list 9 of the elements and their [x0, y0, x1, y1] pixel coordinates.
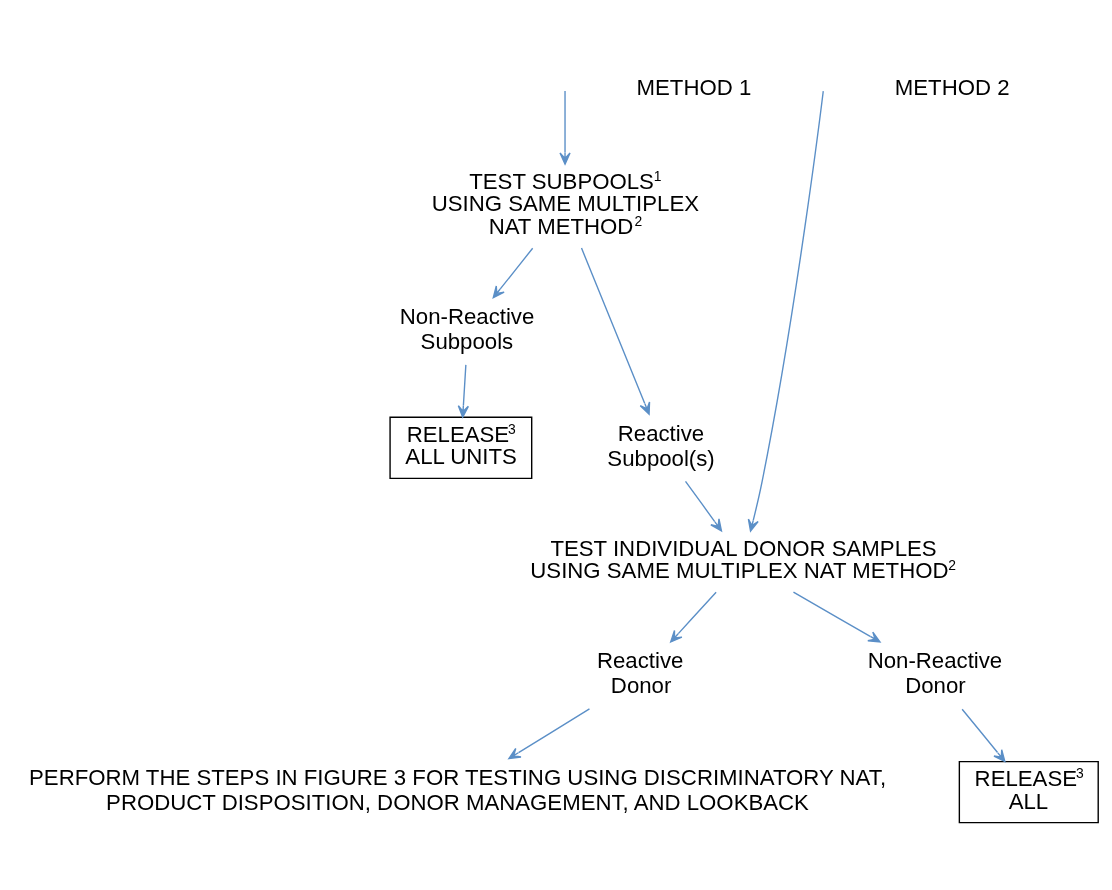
node-text: Non-Reactive Donor	[867, 648, 1003, 699]
node-text: TEST INDIVIDUAL DONOR SAMPLES USING SAME MULTIPLEX NAT METHOD$^{2}$	[530, 535, 956, 584]
node-text: TEST SUBPOOLS$^{1}$ USING SAME MULTIPLEX NAT METHOD$^{2}$	[431, 168, 700, 239]
label: METHOD 1	[636, 74, 752, 100]
node-text: PERFORM THE STEPS IN FIGURE 3 FOR TESTING USING DISCRIMINATORY NAT, PRODUCT DISPOSITION, DONOR MANAGEMENT, AND LOOKBACK	[29, 764, 887, 815]
label: METHOD 2	[894, 74, 1010, 100]
node-text: Non-Reactive Subpools	[399, 303, 535, 354]
node-text: Reactive Donor	[596, 648, 684, 699]
node-text: Reactive Subpool(s)	[607, 420, 715, 471]
